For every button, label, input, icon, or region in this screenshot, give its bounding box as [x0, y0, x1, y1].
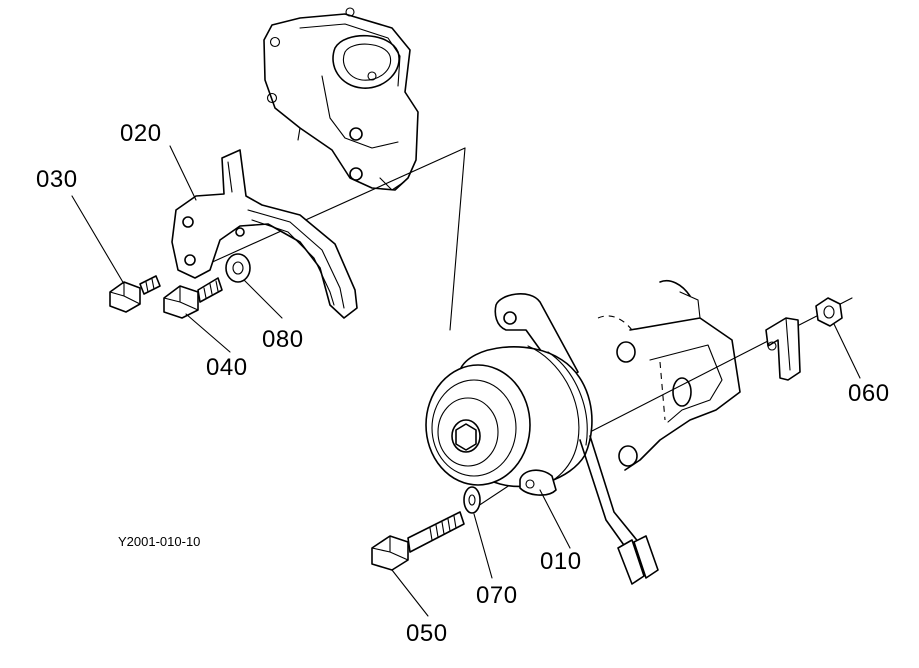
projection-line-upper — [207, 147, 466, 265]
washer-080 — [225, 253, 251, 283]
projection-line-bracket — [449, 147, 466, 331]
projection-line-nut — [589, 297, 853, 433]
alternator-010 — [425, 293, 659, 585]
washer-070 — [463, 486, 481, 514]
leader-060 — [833, 323, 861, 379]
small-bracket — [765, 317, 801, 381]
bolt-030 — [109, 275, 161, 313]
figure-reference: Y2001-010-10 — [118, 534, 201, 549]
leader-010 — [539, 489, 571, 549]
bolt-050 — [371, 511, 465, 571]
label-part-010: 010 — [540, 548, 582, 575]
leader-040 — [185, 313, 231, 353]
leader-070 — [473, 513, 493, 579]
label-part-020: 020 — [120, 120, 162, 147]
label-part-080: 080 — [262, 326, 304, 353]
bolt-040 — [163, 277, 223, 319]
leader-080 — [243, 279, 283, 319]
leader-030 — [71, 195, 125, 285]
label-part-050: 050 — [406, 620, 448, 647]
label-part-030: 030 — [36, 166, 78, 193]
lower-engine-housing — [597, 280, 741, 471]
label-part-070: 070 — [476, 582, 518, 609]
nut-060 — [815, 297, 843, 327]
leader-050 — [391, 569, 429, 617]
label-part-040: 040 — [206, 354, 248, 381]
label-part-060: 060 — [848, 380, 890, 407]
upper-engine-housing — [263, 7, 419, 191]
adjusting-bracket-020 — [171, 149, 358, 319]
leader-020 — [169, 145, 197, 201]
